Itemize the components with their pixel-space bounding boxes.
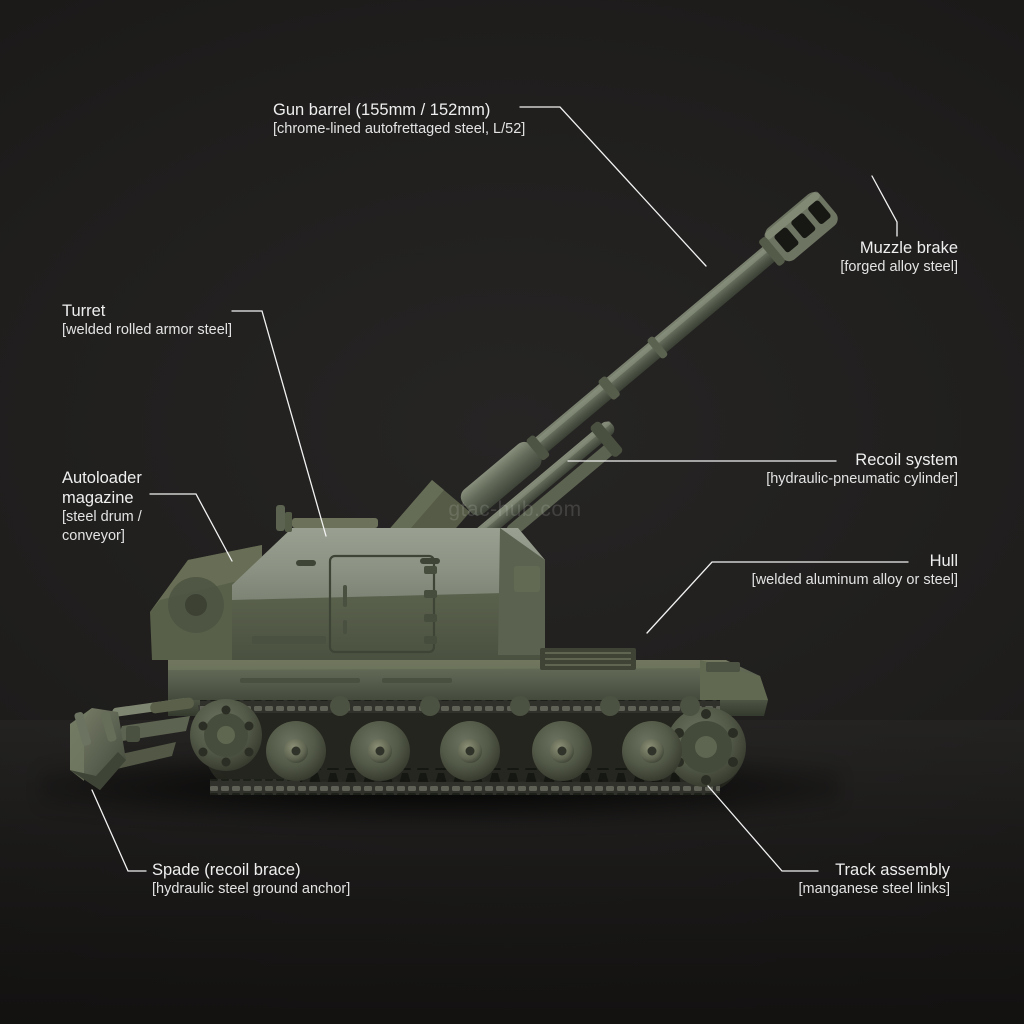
leader-muzzle-brake [871,175,898,237]
callout-title: Recoil system [855,451,958,469]
callout-title: Hull [929,552,958,570]
leader-spade [91,789,147,872]
callout-spec: [steel drum / conveyor] [62,509,142,544]
return-rollers [330,696,700,716]
callout-spec: [manganese steel links] [798,881,950,897]
callout-spec: [hydraulic steel ground anchor] [152,881,351,897]
callout-title: Gun barrel (155mm / 152mm) [273,101,491,119]
callout-muzzle-brake: Muzzle brake [forged alloy steel] [840,238,958,277]
leader-track-assembly [707,785,819,872]
callout-spec: [welded rolled armor steel] [62,322,233,338]
engine-grille [540,648,636,670]
callout-spec: [hydraulic-pneumatic cylinder] [766,471,958,487]
callout-spec: [chrome-lined autofrettaged steel, L/52] [273,121,526,137]
callout-track-assembly: Track assembly [manganese steel links] [798,860,950,899]
callout-title: Track assembly [835,861,950,879]
callout-recoil-system: Recoil system [hydraulic-pneumatic cylin… [766,450,958,489]
leader-hull [646,561,909,634]
muzzle-brake [759,191,838,266]
callout-spec: [welded aluminum alloy or steel] [751,572,958,588]
drive-sprocket [666,707,746,787]
callout-hull: Hull [welded aluminum alloy or steel] [752,551,958,590]
callout-title: Muzzle brake [859,239,958,257]
leader-autoloader [149,493,233,562]
callout-gun-barrel: Gun barrel (155mm / 152mm) [chrome-lined… [273,100,525,139]
callout-title: Spade (recoil brace) [152,861,301,879]
leader-gun-barrel [519,106,707,267]
recoil-system-cylinders [459,421,623,556]
callout-spec: [forged alloy steel] [840,259,958,275]
gun-barrel-tube [475,236,788,502]
callout-title: Autoloader magazine [62,469,142,507]
track-assembly [190,696,746,795]
callout-autoloader-magazine: Autoloader magazine [steel drum / convey… [62,468,172,546]
idler-wheel [190,699,262,771]
callout-turret: Turret [welded rolled armor steel] [62,301,232,340]
turret [150,505,545,660]
callout-spade: Spade (recoil brace) [hydraulic steel gr… [152,860,350,899]
spade-recoil-brace [70,697,194,790]
turret-access-door [328,554,436,654]
leader-turret [231,310,327,537]
callout-title: Turret [62,302,106,320]
road-wheels [266,721,682,781]
